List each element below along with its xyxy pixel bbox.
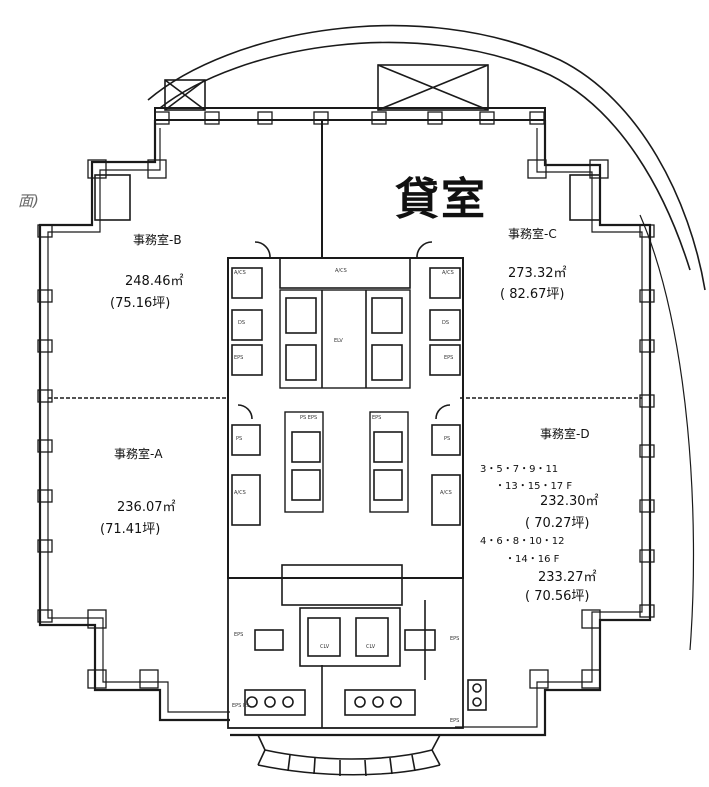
curved-facade-outer (147, 24, 706, 291)
lower-services (227, 577, 464, 729)
top-left-shaft (164, 79, 206, 111)
core-ps-1: PS (236, 436, 243, 442)
core-outline (227, 257, 464, 579)
office-d-tsubo-odd: ( 70.27坪) (525, 516, 590, 531)
core-acs-4: A/CS (234, 490, 246, 496)
core-clv-2: CLV (366, 644, 376, 650)
office-d-floors-even-2: ・14・16 F (505, 554, 560, 565)
right-outer-wall (455, 120, 652, 737)
core-acs-3: A/CS (442, 270, 454, 276)
core-eps-c: EPS (450, 718, 460, 724)
core-ds-1: DS (238, 320, 246, 326)
office-b-area: 248.46㎡ (125, 274, 184, 289)
office-d-tsubo-even: ( 70.56坪) (525, 589, 590, 604)
core-eps-2: EPS (444, 355, 454, 361)
top-right-shaft (377, 64, 489, 111)
office-a-area: 236.07㎡ (117, 500, 176, 515)
office-d-area-odd: 232.30㎡ (540, 494, 599, 509)
page-title: 貸室 (395, 174, 487, 225)
margin-note: 面) (18, 192, 39, 210)
entrance-steps (257, 764, 441, 776)
office-a-name: 事務室-A (114, 447, 163, 461)
core-elv: ELV (334, 338, 343, 344)
office-c-name: 事務室-C (508, 227, 557, 241)
core-ps-2: PS (444, 436, 451, 442)
office-b-name: 事務室-B (133, 233, 182, 247)
office-a-tsubo: (71.41坪) (100, 522, 161, 537)
office-d-floors-odd-2: ・13・15・17 F (495, 481, 573, 492)
core-eps-5: EPS (450, 636, 460, 642)
office-d-name: 事務室-D (540, 427, 590, 441)
core-acs-5: A/CS (440, 490, 452, 496)
core-eps-1: EPS (234, 355, 244, 361)
curved-facade-right (639, 214, 695, 651)
core-ps-eps: PS EPS (300, 415, 318, 421)
office-b-tsubo: (75.16坪) (110, 296, 171, 311)
office-d-floors-even-1: 4・6・8・10・12 (480, 536, 565, 547)
office-c-area: 273.32㎡ (508, 266, 567, 281)
core-acs-2: A/CS (335, 268, 347, 274)
left-outer-wall (38, 120, 230, 722)
core-eps-4: EPS (234, 632, 244, 638)
curved-facade-inner (159, 41, 691, 271)
office-d-area-even: 233.27㎡ (538, 570, 597, 585)
core-eps-ps: EPS PS (232, 703, 250, 709)
core-ds-2: DS (442, 320, 450, 326)
office-d-floors-odd-1: 3・5・7・9・11 (480, 464, 559, 475)
core-clv-1: CLV (320, 644, 330, 650)
core-eps-3: EPS (372, 415, 382, 421)
core-acs-1: A/CS (234, 270, 246, 276)
office-c-tsubo: ( 82.67坪) (500, 287, 565, 302)
